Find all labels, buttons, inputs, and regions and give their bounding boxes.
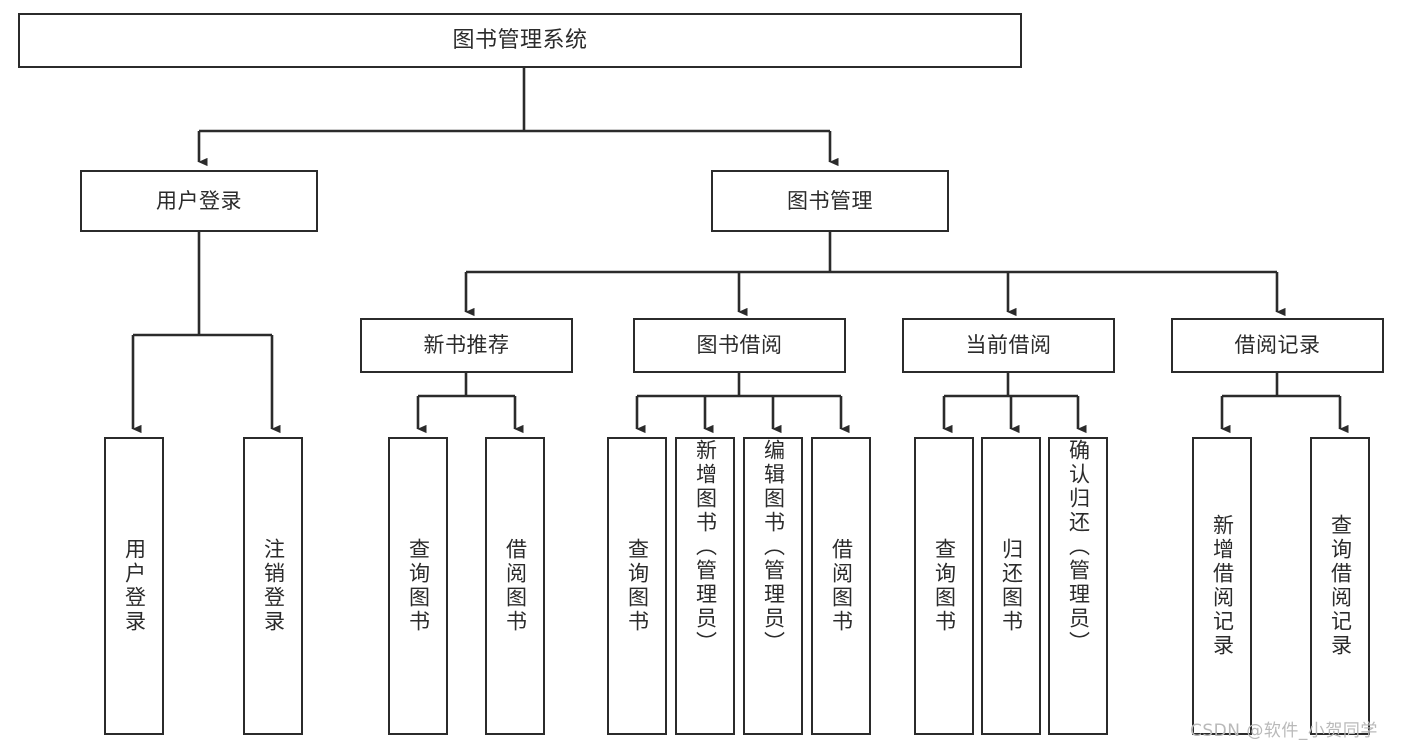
node-leaf-borrow-book-1-label: 借阅图书 [503,538,528,634]
node-leaf-borrow-book-2[interactable]: 借阅图书 [811,437,871,735]
node-leaf-confirm-return-label: 确认归还（管理员） [1066,439,1091,655]
node-leaf-add-record-label: 新增借阅记录 [1210,514,1235,658]
node-leaf-logout[interactable]: 注销登录 [243,437,303,735]
node-current-borrow[interactable]: 当前借阅 [902,318,1115,373]
node-leaf-confirm-return[interactable]: 确认归还（管理员） [1048,437,1108,735]
node-root[interactable]: 图书管理系统 [18,13,1022,68]
node-leaf-query-record-label: 查询借阅记录 [1328,514,1353,658]
node-leaf-edit-book[interactable]: 编辑图书（管理员） [743,437,803,735]
node-leaf-query-book-2-label: 查询图书 [625,538,650,634]
node-leaf-user-login[interactable]: 用户登录 [104,437,164,735]
node-borrow-record[interactable]: 借阅记录 [1171,318,1384,373]
node-leaf-add-book-label: 新增图书（管理员） [693,439,718,655]
node-new-book-rec[interactable]: 新书推荐 [360,318,573,373]
node-book-manage[interactable]: 图书管理 [711,170,949,232]
node-leaf-logout-label: 注销登录 [261,538,286,634]
node-user-login-label: 用户登录 [156,188,242,213]
node-leaf-return-book[interactable]: 归还图书 [981,437,1041,735]
node-leaf-query-book-2[interactable]: 查询图书 [607,437,667,735]
node-leaf-borrow-book-2-label: 借阅图书 [829,538,854,634]
node-leaf-query-book-1[interactable]: 查询图书 [388,437,448,735]
node-leaf-edit-book-label: 编辑图书（管理员） [761,439,786,655]
node-leaf-borrow-book-1[interactable]: 借阅图书 [485,437,545,735]
node-leaf-return-book-label: 归还图书 [999,538,1024,634]
node-book-manage-label: 图书管理 [787,188,873,213]
node-leaf-query-record[interactable]: 查询借阅记录 [1310,437,1370,735]
watermark-text: CSDN @软件_小贺同学 [1190,721,1378,741]
node-leaf-query-book-3[interactable]: 查询图书 [914,437,974,735]
node-leaf-query-book-1-label: 查询图书 [406,538,431,634]
node-leaf-user-login-label: 用户登录 [122,538,147,634]
node-book-borrow[interactable]: 图书借阅 [633,318,846,373]
node-current-borrow-label: 当前借阅 [965,333,1052,358]
node-leaf-add-book[interactable]: 新增图书（管理员） [675,437,735,735]
node-book-borrow-label: 图书借阅 [696,333,783,358]
node-leaf-add-record[interactable]: 新增借阅记录 [1192,437,1252,735]
node-user-login[interactable]: 用户登录 [80,170,318,232]
node-root-label: 图书管理系统 [452,27,588,53]
node-leaf-query-book-3-label: 查询图书 [932,538,957,634]
node-new-book-rec-label: 新书推荐 [423,333,510,358]
node-borrow-record-label: 借阅记录 [1234,333,1321,358]
